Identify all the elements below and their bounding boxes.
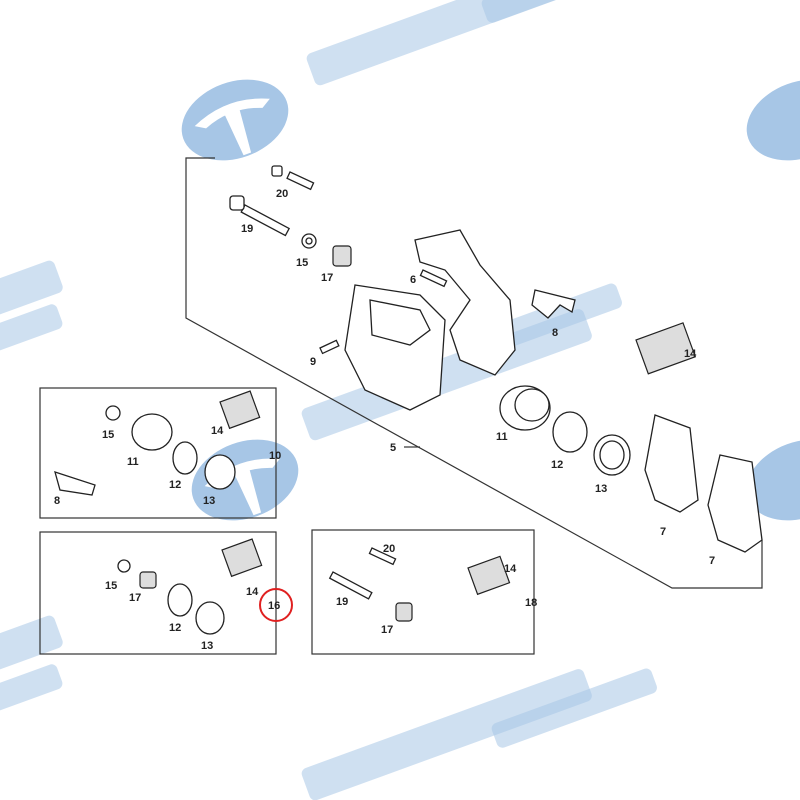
label-7: 7 [660, 526, 666, 538]
label-13: 13 [595, 483, 607, 495]
label-19: 19 [336, 596, 348, 608]
kit-10-label: 10 [269, 450, 281, 462]
bleeder-9 [319, 339, 340, 355]
label-9: 9 [310, 356, 316, 368]
caliper-bracket [414, 229, 516, 376]
label-5: 5 [390, 442, 396, 454]
label-12: 12 [169, 479, 181, 491]
label-14: 14 [684, 348, 697, 360]
boot-inner [599, 440, 625, 470]
watermark-sub-mark [0, 664, 63, 713]
watermark-brand-mark [301, 669, 592, 800]
seal-12 [552, 411, 588, 453]
label-15: 15 [102, 429, 114, 441]
watermark-sub-mark [0, 304, 63, 353]
label-13: 13 [201, 640, 213, 652]
tata-logo-watermark [181, 79, 289, 161]
label-19: 19 [241, 223, 253, 235]
label-8: 8 [552, 327, 558, 339]
label-11: 11 [127, 456, 139, 468]
label-15: 15 [105, 580, 117, 592]
label-17: 17 [381, 624, 393, 636]
caliper-detail [369, 299, 431, 346]
watermark-sub-mark [491, 668, 657, 748]
label-20: 20 [276, 188, 288, 200]
highlight-circle [259, 588, 293, 622]
label-12: 12 [551, 459, 563, 471]
watermark-sub-mark [481, 0, 647, 23]
watermark-brand-mark [306, 0, 597, 86]
label-15: 15 [296, 257, 308, 269]
tata-logo-watermark [746, 439, 800, 521]
kit-18-label: 18 [525, 597, 537, 609]
brake-pad-7a [644, 414, 699, 513]
label-12: 12 [169, 622, 181, 634]
label-11: 11 [496, 431, 508, 443]
kit-16-box: 15 17 14 12 13 16 [39, 531, 293, 655]
label-8: 8 [54, 495, 60, 507]
label-13: 13 [203, 495, 215, 507]
clip-8 [531, 289, 576, 319]
label-20: 20 [383, 543, 395, 555]
watermark-brand-mark [0, 260, 63, 331]
grease-pack-14 [635, 322, 697, 375]
kit-10-box: 15 14 11 10 12 8 13 [39, 387, 281, 519]
washer-hole [305, 237, 313, 245]
watermark-brand-mark [0, 615, 63, 686]
label-6: 6 [410, 274, 416, 286]
tata-logo-watermark [746, 79, 800, 161]
boot-17 [332, 245, 352, 267]
label-14: 14 [246, 586, 259, 598]
label-17: 17 [321, 272, 333, 284]
bolt-6 [419, 269, 448, 288]
kit-16-label[interactable]: 16 [268, 600, 280, 612]
label-14: 14 [504, 563, 517, 575]
kit-18-box: 20 14 19 18 17 [311, 529, 537, 655]
label-17: 17 [129, 592, 141, 604]
label-14: 14 [211, 425, 224, 437]
guide-bolt-19 [229, 195, 291, 237]
guide-bolt-20 [271, 165, 315, 191]
label-7: 7 [709, 555, 715, 567]
piston-inner [514, 388, 550, 422]
brake-pad-7b [707, 454, 763, 553]
assembly-bracket-line [185, 157, 763, 589]
